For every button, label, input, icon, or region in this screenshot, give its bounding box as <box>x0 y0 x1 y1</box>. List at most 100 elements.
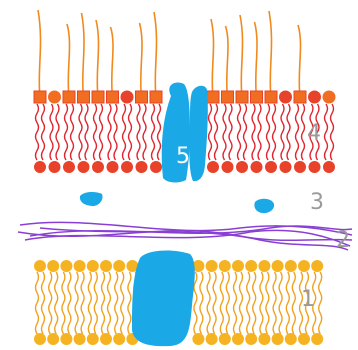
lower-lipid-head-inner <box>285 333 297 345</box>
lipid-tail <box>223 104 226 160</box>
outer-fatty-acid-tails <box>38 10 301 97</box>
lipid-head <box>48 91 61 104</box>
lower-lipid-tail <box>88 272 91 334</box>
lower-lipid-head <box>113 260 125 272</box>
lipid-head-square <box>34 91 46 103</box>
lipid-head-inner <box>294 161 306 173</box>
lower-lipid-tail <box>247 272 250 334</box>
lipid-head-inner <box>150 161 162 173</box>
lipid-tail <box>209 104 212 160</box>
outer-tail <box>154 12 157 97</box>
lower-lipid-head <box>100 260 112 272</box>
lipid-tail <box>252 104 255 160</box>
lipid-tail <box>331 104 334 160</box>
lipid-tail <box>287 104 290 160</box>
lipid-head-square <box>136 91 148 103</box>
lower-lipid-tail <box>102 272 105 334</box>
label-5: 5 <box>176 144 190 169</box>
lower-lipid-tail <box>200 272 203 334</box>
lower-lipid-head-inner <box>232 333 244 345</box>
lower-lipid-head-inner <box>100 333 112 345</box>
label-3: 3 <box>310 190 324 215</box>
lipid-tail <box>281 104 284 160</box>
lower-lipid-tail <box>42 272 45 334</box>
lipid-tail <box>94 104 97 160</box>
lipid-head-inner <box>222 161 234 173</box>
lipid-tail <box>114 104 117 160</box>
lipid-tail <box>56 104 59 160</box>
lipid-tail <box>238 104 241 160</box>
lower-lipid-head <box>245 260 257 272</box>
lower-lipid-head <box>232 260 244 272</box>
lower-lipid-tail <box>108 272 111 334</box>
outer-tail <box>240 15 243 97</box>
lower-lipid-head <box>47 260 59 272</box>
lipid-tail <box>50 104 53 160</box>
lower-lipid-tail <box>253 272 256 334</box>
lipid-head-inner <box>121 161 133 173</box>
outer-tail <box>96 20 99 97</box>
lipid-tail <box>123 104 126 160</box>
lipid-tail <box>229 104 232 160</box>
lower-lipid-head-inner <box>206 333 218 345</box>
lipid-head-inner <box>265 161 277 173</box>
lower-lipid-head-inner <box>113 333 125 345</box>
lipid-head <box>121 91 134 104</box>
lower-lipid-tail <box>68 272 71 334</box>
lower-lipid-head-inner <box>34 333 46 345</box>
lower-lipid-head <box>60 260 72 272</box>
lipid-head-inner <box>107 161 119 173</box>
lipid-tail <box>258 104 261 160</box>
lipid-head-inner <box>78 161 90 173</box>
lipid-head-square <box>265 91 277 103</box>
lipid-tail <box>325 104 328 160</box>
lower-lipid-tail <box>115 272 118 334</box>
lipid-tail <box>129 104 132 160</box>
lower-lipid-tail <box>94 272 97 334</box>
lipid-tail <box>215 104 218 160</box>
lower-lipid-tail <box>75 272 78 334</box>
lipid-head-square <box>236 91 248 103</box>
outer-tail <box>226 26 229 97</box>
lipid-tail <box>244 104 247 160</box>
lower-lipid-head-inner <box>298 333 310 345</box>
lower-lipid-tail <box>49 272 52 334</box>
lower-lipid-tail <box>279 272 282 334</box>
cytoskeleton-fibers <box>18 222 352 250</box>
label-2: 2 <box>336 228 350 253</box>
lipid-tail <box>137 104 140 160</box>
lipid-head-square <box>92 91 104 103</box>
lipid-tail <box>65 104 68 160</box>
lower-lipid-head-inner <box>219 333 231 345</box>
outer-tail <box>211 19 214 97</box>
lower-lipid-head <box>258 260 270 272</box>
lipid-tail <box>71 104 74 160</box>
lower-lipid-head <box>311 260 323 272</box>
lower-lipid-head-inner <box>60 333 72 345</box>
lipid-tail <box>143 104 146 160</box>
channel-protein-right-half <box>189 86 208 181</box>
lipid-head-inner <box>49 161 61 173</box>
peripheral-protein-right <box>254 199 274 213</box>
lipid-head-square <box>150 91 162 103</box>
lipid-head-inner <box>323 161 335 173</box>
lipid-tail <box>108 104 111 160</box>
lower-lipid-head <box>74 260 86 272</box>
lipid-tail <box>36 104 39 160</box>
outer-tail <box>82 13 85 97</box>
lipid-head-square <box>107 91 119 103</box>
lower-lipid-head-inner <box>47 333 59 345</box>
lower-lipid-tail <box>128 272 131 334</box>
lipid-tail <box>296 104 299 160</box>
lower-lipid-tail <box>319 272 322 334</box>
lipid-head-inner <box>136 161 148 173</box>
lower-lipid-head <box>206 260 218 272</box>
lower-lipid-head-inner <box>245 333 257 345</box>
outer-tail <box>111 27 114 97</box>
outer-tail <box>67 24 70 97</box>
lower-lipid-head <box>298 260 310 272</box>
lower-lipid-tail <box>273 272 276 334</box>
lower-lipid-tail <box>36 272 39 334</box>
lipid-head-square <box>251 91 263 103</box>
